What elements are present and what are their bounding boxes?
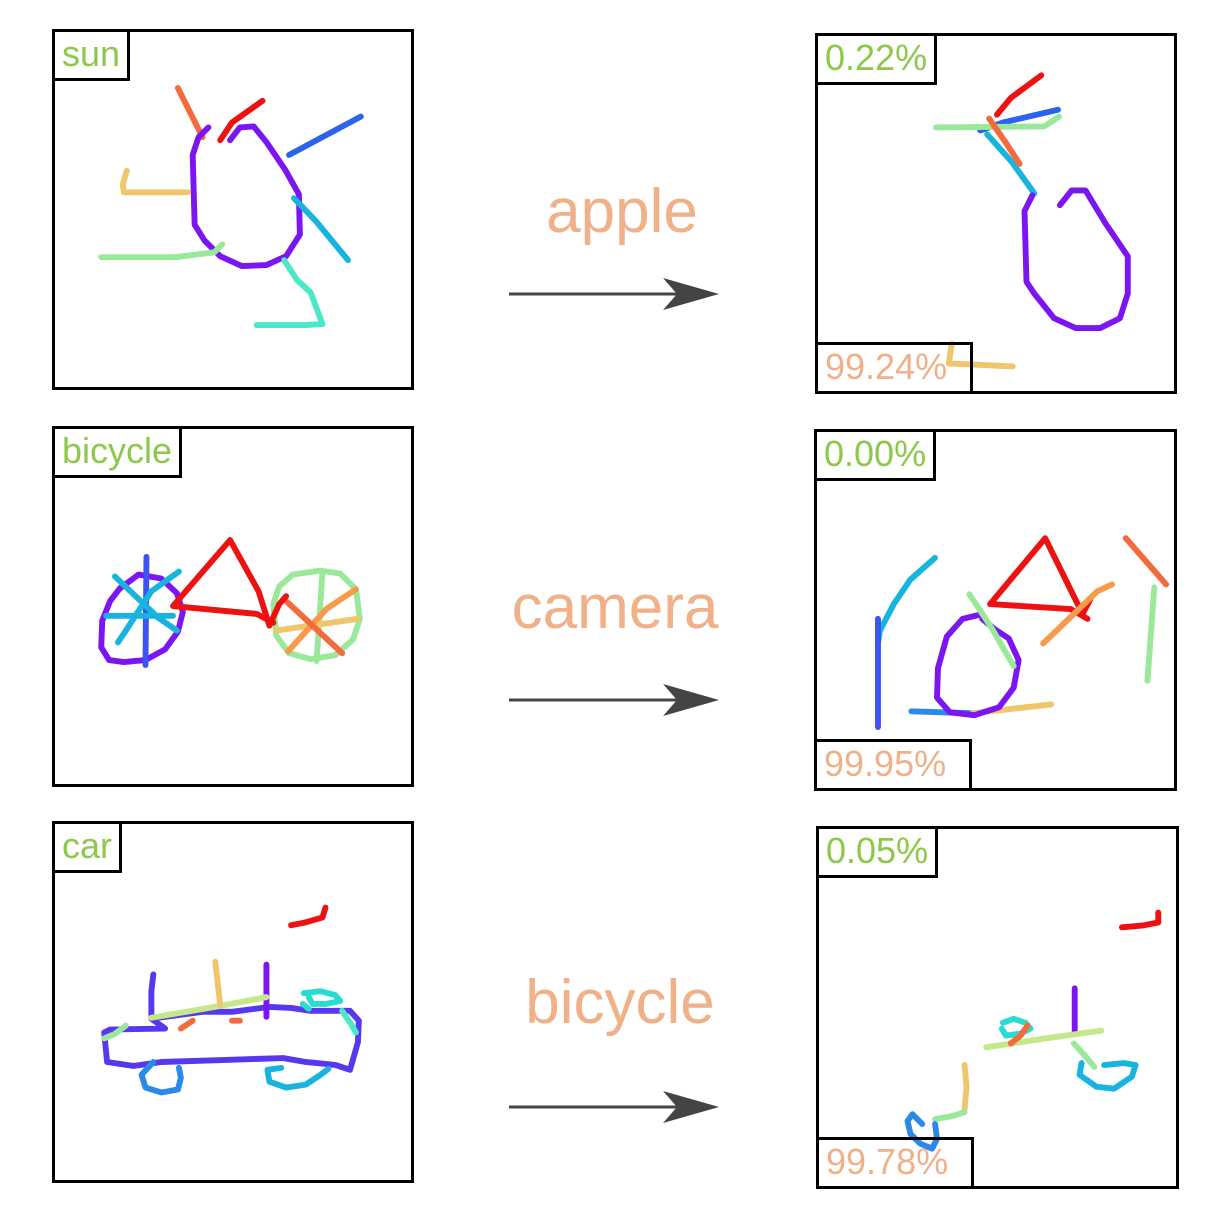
source-sketch-panel: car [52, 821, 414, 1183]
adversarial-sketch [933, 72, 1131, 370]
sun-sketch [98, 85, 364, 328]
source-class-label: car [52, 821, 123, 873]
adversarial-sketch-panel: 0.22% 99.24% [815, 33, 1177, 394]
target-class-label: apple [546, 177, 698, 246]
target-class-score: 99.95% [814, 739, 972, 791]
target-class-score: 99.24% [815, 342, 973, 394]
original-class-score: 0.22% [815, 33, 938, 85]
original-class-score: 0.05% [816, 826, 939, 878]
bicycle-sketch [98, 537, 363, 668]
adversarial-sketch-panel: 0.05% 99.78% [816, 826, 1179, 1189]
original-class-score: 0.00% [814, 429, 937, 481]
target-class-label: camera [511, 573, 719, 642]
adversarial-sketch [904, 909, 1162, 1152]
target-class-label: bicycle [525, 968, 715, 1037]
source-class-label: bicycle [52, 426, 183, 478]
arrow-right-icon [509, 1091, 719, 1123]
arrow-right-icon [509, 278, 719, 310]
source-class-label: sun [52, 29, 131, 81]
adversarial-sketch [875, 535, 1170, 730]
target-class-score: 99.78% [816, 1137, 974, 1189]
source-sketch-panel: sun [52, 29, 414, 390]
adversarial-sketch-panel: 0.00% 99.95% [814, 429, 1177, 791]
car-sketch [101, 904, 362, 1096]
source-sketch-panel: bicycle [52, 426, 414, 787]
arrow-right-icon [509, 684, 719, 716]
